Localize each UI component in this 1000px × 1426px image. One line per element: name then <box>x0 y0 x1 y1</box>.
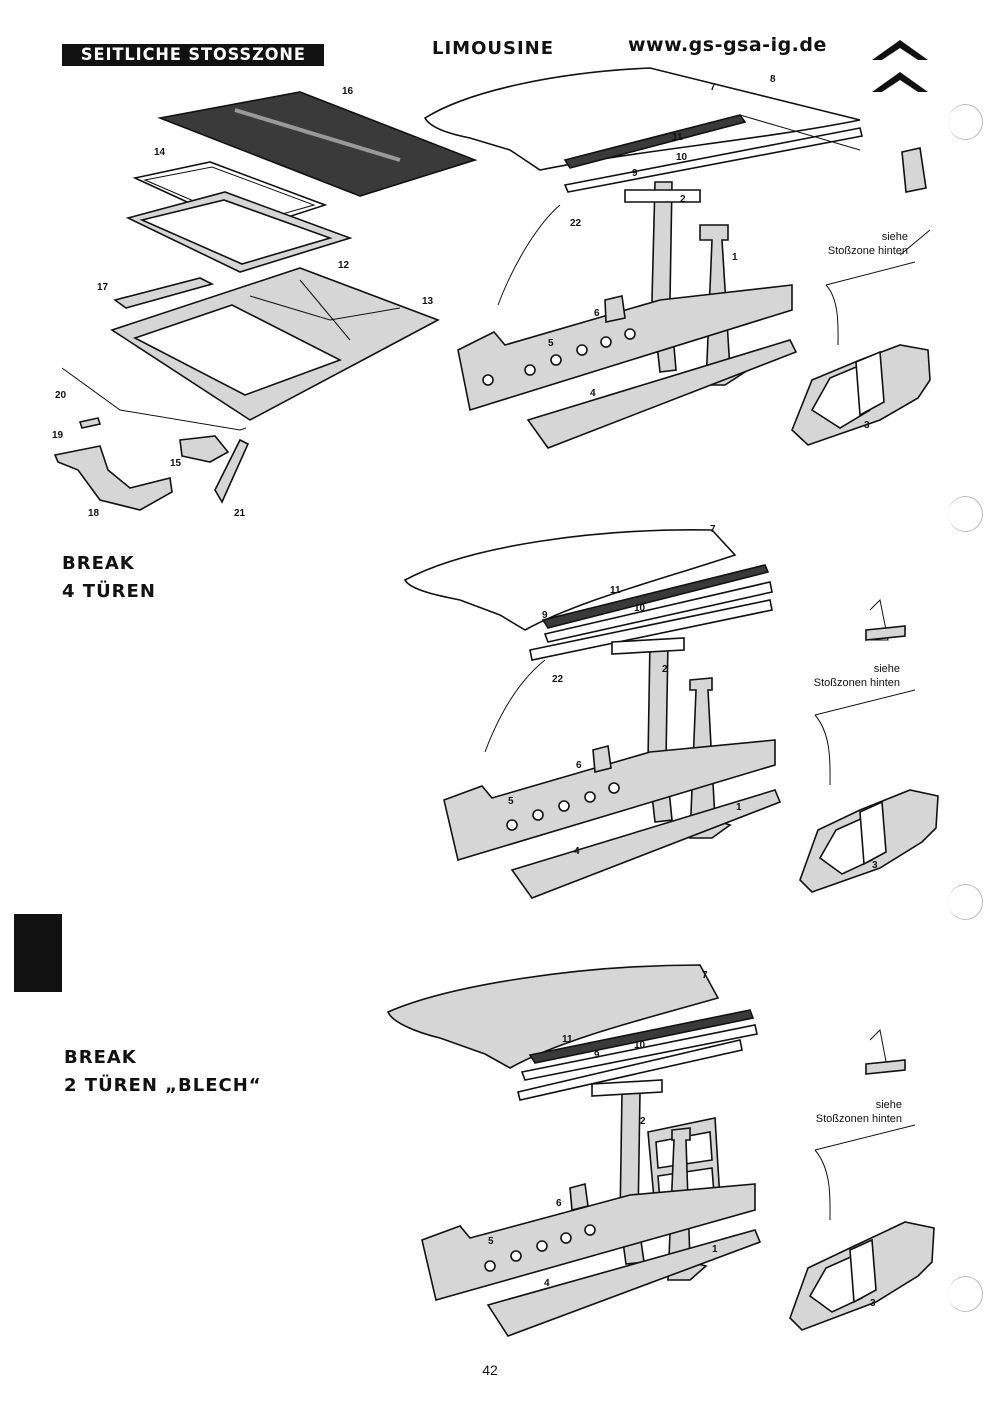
callout-7: 7 <box>710 524 716 535</box>
callout-1: 1 <box>732 252 738 263</box>
part-7-roof <box>403 529 737 631</box>
page-title: LIMOUSINE <box>432 38 555 59</box>
page-number: 42 <box>482 1362 498 1378</box>
rear-reference-outline <box>814 598 916 786</box>
section-heading-break-2-turen: BREAK 2 TÜREN „BLECH“ <box>64 1047 262 1096</box>
part-5-sill-inner <box>443 739 776 862</box>
callout-3: 3 <box>864 420 870 431</box>
part-5-sill-inner <box>421 1183 756 1301</box>
callout-14: 14 <box>154 147 166 158</box>
part-15-mechanism <box>179 435 230 463</box>
callout-5: 5 <box>508 796 514 807</box>
thumb-index-tab <box>14 914 62 992</box>
callout-19: 19 <box>52 430 64 441</box>
callout-11: 11 <box>672 132 683 143</box>
part-6-bracket <box>569 1182 589 1212</box>
callout-20: 20 <box>55 390 67 401</box>
callout-4: 4 <box>544 1278 550 1289</box>
part-22-cant-rail <box>484 659 546 753</box>
punch-hole <box>948 104 983 140</box>
reference-note-limousine: siehe Stoßzone hinten <box>827 231 908 257</box>
part-22-cant-rail <box>497 204 561 306</box>
part-19-clip <box>78 417 102 429</box>
part-5-sill-inner <box>457 284 793 412</box>
part-11-roof-rail <box>528 1009 755 1064</box>
callout-6: 6 <box>576 760 582 771</box>
website-url: www.gs-gsa-ig.de <box>628 34 827 56</box>
callout-6: 6 <box>556 1198 562 1209</box>
callout-21: 21 <box>234 508 246 519</box>
part-11-roof-rail <box>541 564 770 629</box>
part-6-bracket <box>592 744 612 774</box>
callout-2: 2 <box>640 1116 646 1127</box>
callout-10: 10 <box>676 152 688 163</box>
punch-hole <box>948 1276 983 1312</box>
part-18-crossmember <box>53 445 173 511</box>
part-7-roof <box>386 964 720 1069</box>
callout-15: 15 <box>170 458 182 469</box>
callout-11: 11 <box>562 1034 573 1045</box>
reference-note-break-4: siehe Stoßzonen hinten <box>813 663 900 689</box>
part-6-bracket <box>604 295 626 323</box>
callout-22: 22 <box>552 674 564 685</box>
section-heading-break-4-turen: BREAK 4 TÜREN <box>62 553 156 602</box>
callout-9: 9 <box>632 168 638 179</box>
part-4-sill-outer <box>526 339 798 449</box>
callout-9: 9 <box>542 610 548 621</box>
part-4-sill-outer <box>510 789 782 899</box>
callout-10: 10 <box>634 603 646 614</box>
callout-16: 16 <box>342 86 354 97</box>
callout-11: 11 <box>610 585 621 596</box>
rear-reference-outline <box>825 229 931 346</box>
callout-2: 2 <box>662 664 668 675</box>
part-21-drain-tube <box>214 438 250 504</box>
callout-6: 6 <box>594 308 600 319</box>
callout-5: 5 <box>548 338 554 349</box>
callout-5: 5 <box>488 1236 494 1247</box>
callout-8: 8 <box>770 74 776 85</box>
part-16-roof-lining <box>157 91 478 197</box>
callout-13: 13 <box>422 296 434 307</box>
punch-hole <box>948 884 983 920</box>
callout-7: 7 <box>710 82 716 93</box>
callout-7: 7 <box>702 970 708 981</box>
callout-3: 3 <box>870 1298 876 1309</box>
part-7-roof <box>423 67 861 171</box>
punch-hole <box>948 496 983 532</box>
callout-2: 2 <box>680 194 686 205</box>
callout-9: 9 <box>594 1050 600 1061</box>
part-20-cable <box>61 367 247 431</box>
callout-22: 22 <box>570 218 582 229</box>
part-11-roof-rail <box>563 114 747 169</box>
callout-10: 10 <box>634 1040 646 1051</box>
callout-18: 18 <box>88 508 100 519</box>
callout-1: 1 <box>736 802 742 813</box>
callout-12: 12 <box>338 260 350 271</box>
part-17-guide-rail <box>113 277 215 309</box>
section-badge: SEITLICHE STOSSZONE <box>62 44 324 66</box>
callout-4: 4 <box>590 388 596 399</box>
callout-3: 3 <box>872 860 878 871</box>
callout-1: 1 <box>712 1244 718 1255</box>
reference-note-break-2: siehe Stoßzonen hinten <box>815 1099 902 1125</box>
part-4-sill-outer <box>486 1229 762 1337</box>
callout-4: 4 <box>574 846 580 857</box>
callout-17: 17 <box>97 282 109 293</box>
